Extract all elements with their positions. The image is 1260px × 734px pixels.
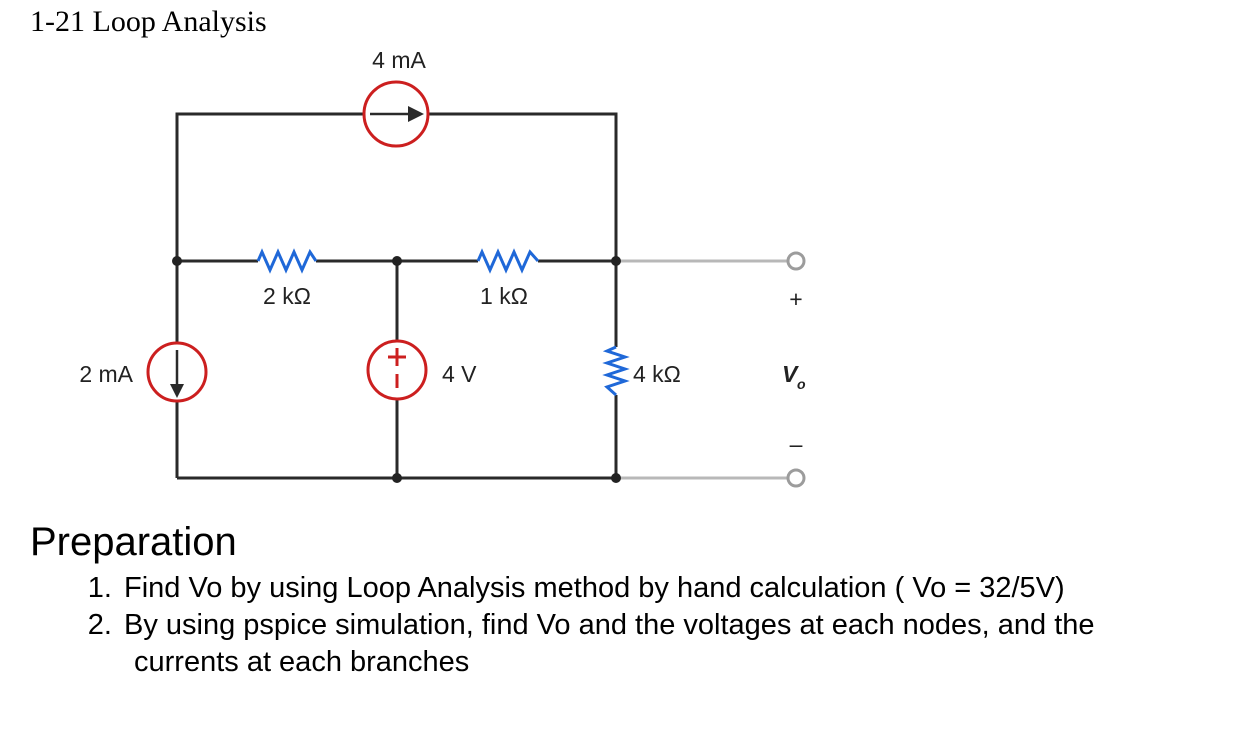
label-output-minus: –: [790, 431, 803, 457]
preparation-heading: Preparation: [30, 520, 237, 564]
current-source-2ma: [146, 341, 208, 403]
preparation-item: By using pspice simulation, find Vo and …: [120, 607, 1250, 681]
label-output-subscript: o: [797, 376, 806, 392]
resistor-1k: [476, 248, 540, 274]
voltage-source-4v: [366, 339, 428, 401]
label-output-plus: +: [789, 286, 802, 312]
preparation-item-continuation: currents at each branches: [134, 646, 470, 678]
preparation-item-line: By using pspice simulation, find Vo and …: [124, 609, 1095, 641]
label-output-voltage: V: [782, 361, 799, 387]
current-source-4ma: [362, 80, 430, 148]
resistor-4k: [602, 345, 630, 397]
preparation-item-line: Find Vo by using Loop Analysis method by…: [124, 572, 1065, 604]
preparation-item: Find Vo by using Loop Analysis method by…: [120, 570, 1250, 607]
label-top-source: 4 mA: [372, 47, 426, 73]
label-left-source: 2 mA: [79, 361, 133, 387]
output-terminal-bottom: [786, 468, 806, 488]
junction-dots: [172, 256, 621, 483]
resistor-2k: [256, 248, 318, 274]
page-title: 1-21 Loop Analysis: [30, 5, 267, 38]
label-resistor-left: 2 kΩ: [263, 283, 311, 309]
label-resistor-right: 1 kΩ: [480, 283, 528, 309]
preparation-section: Preparation Find Vo by using Loop Analys…: [30, 518, 1250, 681]
preparation-list: Find Vo by using Loop Analysis method by…: [30, 570, 1250, 681]
output-terminal-top: [786, 251, 806, 271]
label-resistor-vertical: 4 kΩ: [633, 361, 681, 387]
label-voltage-source: 4 V: [442, 361, 477, 387]
circuit-diagram: 4 mA 2 mA 2 kΩ 1 kΩ 4 V 4 kΩ + – V o: [79, 47, 806, 488]
